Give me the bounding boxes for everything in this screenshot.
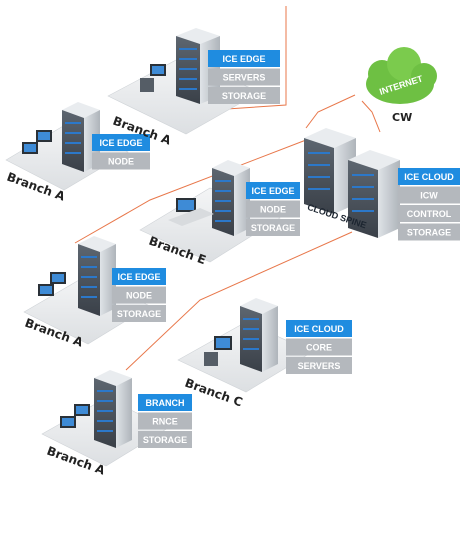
workstation-icon xyxy=(22,130,52,154)
panel-row xyxy=(208,87,280,104)
internet-cloud-icon: INTERNET xyxy=(366,47,437,104)
workstation-icon xyxy=(168,198,214,226)
panel-item-label: STORAGE xyxy=(222,91,266,101)
panel-row xyxy=(246,200,300,218)
link-line xyxy=(305,94,356,129)
server-rack-icon xyxy=(240,298,278,372)
panel-title: ICE CLOUD xyxy=(294,324,344,334)
panel-item-label: CORE xyxy=(306,343,332,353)
panel-item-label: STORAGE xyxy=(143,435,187,445)
panel-header xyxy=(208,50,280,67)
panel-title: ICE EDGE xyxy=(117,272,160,282)
panel-item-label: STORAGE xyxy=(251,223,295,233)
panel-header xyxy=(246,182,300,199)
panel-item-label: NODE xyxy=(126,291,152,301)
panel-row xyxy=(398,205,460,222)
panel-row xyxy=(112,305,166,322)
panel-row xyxy=(92,152,150,170)
link-line xyxy=(211,6,287,111)
panel-title: BRANCH xyxy=(146,398,185,408)
panel-item-label: NODE xyxy=(108,157,134,167)
server-rack-icon xyxy=(212,160,250,236)
label-panels: ICE EDGE SERVERS STORAGE ICE EDGE NODE ICE ED… xyxy=(92,50,460,448)
workstation-icon xyxy=(140,64,166,92)
link-line xyxy=(361,100,381,133)
server-rack-icon xyxy=(94,370,132,448)
workstation-icon xyxy=(204,336,232,366)
panel-row xyxy=(208,68,280,86)
server-rack-icon xyxy=(348,150,400,238)
panel-item-label: STORAGE xyxy=(117,309,161,319)
panel-item-label: NODE xyxy=(260,205,286,215)
panel-title: ICE CLOUD xyxy=(404,172,454,182)
workstation-icon xyxy=(38,272,66,296)
server-racks xyxy=(22,28,400,448)
panel-item-label: SERVERS xyxy=(298,361,341,371)
panel-row xyxy=(112,286,166,304)
panel-row xyxy=(138,431,192,448)
panel-row xyxy=(138,412,192,430)
panel-item-label: RNCE xyxy=(152,417,178,427)
internet-caption: CW xyxy=(392,111,412,124)
panel-title: ICE EDGE xyxy=(99,138,142,148)
panel-row xyxy=(398,186,460,204)
workstation-icon xyxy=(60,404,90,428)
panel-row xyxy=(246,219,300,236)
panel-row xyxy=(286,357,352,374)
panel-title: ICE EDGE xyxy=(251,186,294,196)
panel-header xyxy=(92,134,150,151)
panel-header xyxy=(398,168,460,185)
panel-header xyxy=(112,268,166,285)
server-rack-icon xyxy=(78,236,116,316)
connection-links xyxy=(74,6,381,371)
panel-item-label: CONTROL xyxy=(407,209,452,219)
panel-row xyxy=(286,338,352,356)
panel-title: ICE EDGE xyxy=(222,54,265,64)
panel-header xyxy=(138,394,192,411)
panel-row xyxy=(398,223,460,241)
link-line xyxy=(74,139,307,244)
panel-item-label: SERVERS xyxy=(223,73,266,83)
link-line xyxy=(125,231,353,371)
panel-item-label: ICW xyxy=(420,191,438,201)
panel-item-label: STORAGE xyxy=(407,228,451,238)
panel-header xyxy=(286,320,352,337)
